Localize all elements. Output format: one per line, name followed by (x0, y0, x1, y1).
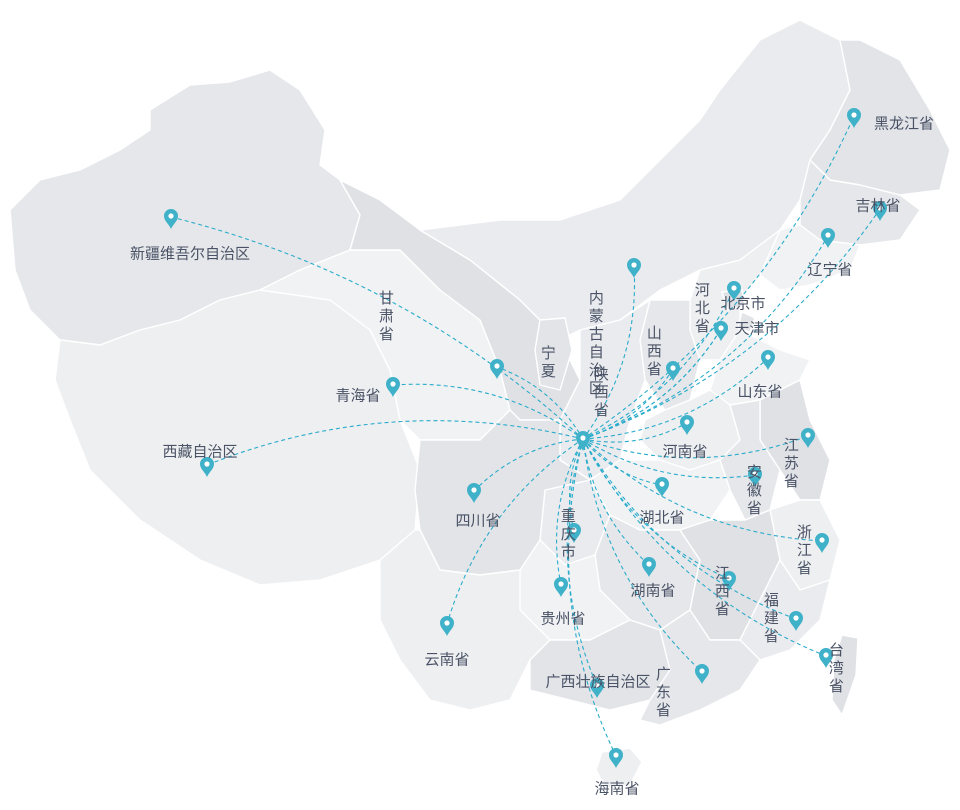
label-chongqing: 重庆市 (558, 508, 577, 562)
map-pin-icon-shaanxi[interactable] (576, 431, 590, 451)
label-guangxi: 广西壮族自治区 (545, 672, 651, 691)
map-pin-icon-shandong[interactable] (761, 350, 775, 370)
region-jilin[interactable] (799, 159, 921, 246)
label-shandong: 山东省 (737, 382, 783, 401)
region-hainan[interactable] (595, 747, 643, 789)
route-line-xizang (206, 420, 584, 466)
label-guangdong: 广东省 (653, 666, 672, 720)
map-pin-icon-shanxi[interactable] (666, 361, 680, 381)
route-line-guizhou (556, 438, 584, 586)
region-tianjin[interactable] (737, 311, 756, 333)
route-lines (170, 115, 881, 757)
map-pin-icon-hainan[interactable] (609, 748, 623, 768)
route-line-xinjiang (170, 216, 584, 440)
region-ningxia[interactable] (534, 317, 573, 391)
map-pin-icon-neimenggu[interactable] (627, 258, 641, 278)
map-pin-icon-anhui[interactable] (748, 467, 762, 487)
map-pin-icon-fujian[interactable] (789, 611, 803, 631)
route-line-shanxi (582, 368, 674, 440)
region-liaoning[interactable] (759, 224, 861, 291)
label-hunan: 湖南省 (630, 581, 676, 600)
label-sichuan: 四川省 (455, 511, 501, 530)
route-line-jilin (582, 208, 881, 440)
map-pin-icon-taiwan[interactable] (819, 648, 833, 668)
route-line-yunnan (446, 438, 584, 625)
route-line-neimenggu (582, 265, 636, 440)
map-pin-icon-xinjiang[interactable] (164, 209, 178, 229)
label-beijing: 北京市 (720, 294, 766, 313)
route-line-qinghai (392, 383, 584, 440)
route-line-heilongjiang (582, 115, 855, 440)
map-pin-icon-qinghai[interactable] (386, 377, 400, 397)
map-pin-icon-henan[interactable] (680, 415, 694, 435)
map-pin-icon-gansu[interactable] (490, 359, 504, 379)
label-xizang: 西藏自治区 (162, 442, 238, 461)
label-xinjiang: 新疆维吾尔自治区 (129, 244, 251, 263)
route-line-gansu (496, 366, 584, 440)
label-zhejiang: 浙江省 (794, 524, 813, 578)
label-jiangsu: 江苏省 (781, 437, 800, 491)
map-pin-icon-heilongjiang[interactable] (847, 108, 861, 128)
map-pin-icon-yunnan[interactable] (440, 616, 454, 636)
region-taiwan[interactable] (831, 634, 859, 716)
route-line-fujian (582, 438, 797, 620)
map-pin-icon-hunan[interactable] (642, 557, 656, 577)
label-jilin: 吉林省 (855, 196, 901, 215)
label-gansu: 甘肃省 (376, 290, 395, 344)
map-pin-icon-beijing[interactable] (727, 281, 741, 301)
map-pin-icon-jiangsu[interactable] (801, 428, 815, 448)
route-line-anhui (582, 438, 756, 479)
map-pin-icon-guangxi[interactable] (590, 678, 604, 698)
route-line-guangdong (582, 438, 703, 673)
map-pin-icon-tianjin[interactable] (714, 321, 728, 341)
map-pin-icon-sichuan[interactable] (467, 483, 481, 503)
label-fujian: 福建省 (761, 592, 780, 646)
map-pin-icon-liaoning[interactable] (821, 228, 835, 248)
region-xizang[interactable] (54, 269, 421, 586)
label-liaoning: 辽宁省 (807, 260, 853, 279)
location-markers (164, 108, 887, 768)
map-pin-icon-jiangxi[interactable] (722, 571, 736, 591)
label-shaanxi: 陕西省 (591, 366, 610, 420)
map-pin-icon-guizhou[interactable] (554, 577, 568, 597)
label-hubei: 湖北省 (639, 508, 685, 527)
label-yunnan: 云南省 (424, 650, 470, 669)
route-line-sichuan (473, 438, 584, 492)
label-neimenggu: 内蒙古自治区 (586, 290, 605, 398)
label-hainan: 海南省 (594, 779, 640, 798)
map-pin-icon-hubei[interactable] (655, 477, 669, 497)
map-pin-icon-guangdong[interactable] (695, 664, 709, 684)
map-pin-icon-chongqing[interactable] (567, 523, 581, 543)
label-anhui: 安徽省 (744, 464, 763, 518)
map-pin-icon-jilin[interactable] (873, 201, 887, 221)
map-pin-icon-xizang[interactable] (200, 457, 214, 477)
route-line-chongqing (569, 438, 584, 532)
map-pin-icon-zhejiang[interactable] (815, 533, 829, 553)
label-heilongjiang: 黑龙江省 (873, 114, 935, 133)
label-guizhou: 贵州省 (540, 609, 586, 628)
route-line-taiwan (582, 438, 827, 657)
label-shanxi: 山西省 (644, 325, 663, 379)
label-taiwan: 台湾省 (826, 642, 845, 696)
route-line-hainan (568, 438, 617, 757)
label-tianjin: 天津市 (734, 319, 780, 338)
province-regions (9, 19, 951, 789)
label-henan: 河南省 (662, 442, 708, 461)
label-jiangxi: 江西省 (712, 565, 731, 619)
route-line-hubei (582, 438, 663, 486)
route-line-jiangsu (582, 435, 809, 459)
label-qinghai: 青海省 (335, 386, 381, 405)
label-hebei: 河北省 (692, 282, 711, 336)
label-ningxia: 宁夏 (538, 345, 557, 381)
route-line-guangxi (566, 438, 598, 687)
